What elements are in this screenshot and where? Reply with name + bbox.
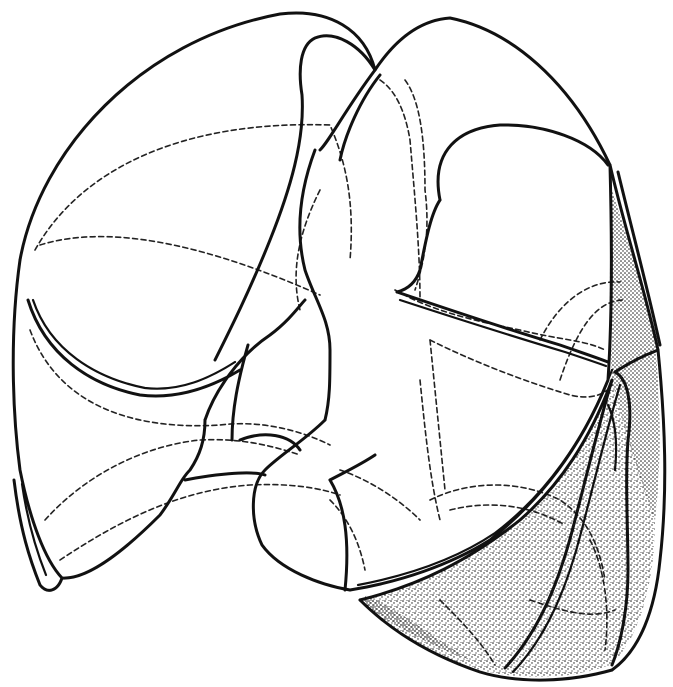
- left-lung-outline: [13, 13, 375, 590]
- mediastinal-outlines: [185, 36, 375, 480]
- heart-outline: [253, 420, 375, 590]
